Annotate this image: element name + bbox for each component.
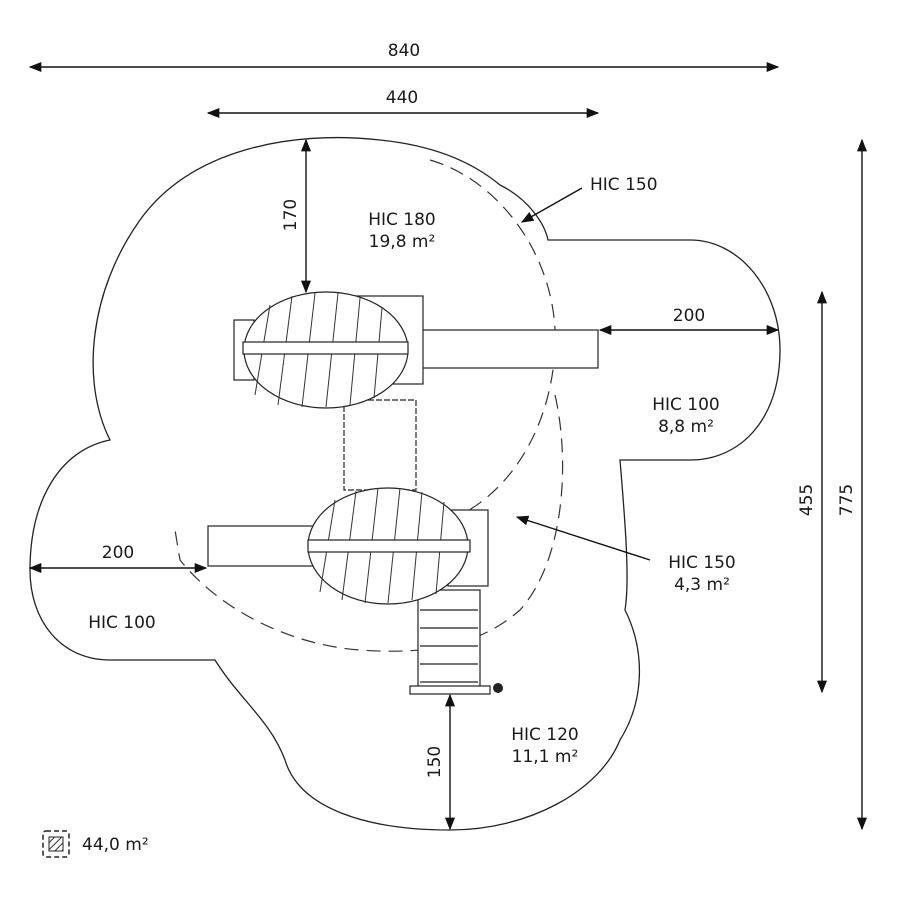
callout-arrow-mid [515,515,651,561]
safety-zone-outline [29,136,781,831]
hatched-area-icon [42,830,70,858]
dim-200-right: 200 [673,306,705,326]
zone-left-label: HIC 100 [88,613,156,633]
left-slide [207,525,324,567]
ladder [409,589,503,695]
zone-mid-label: HIC 150 [668,553,736,573]
dim-840: 840 [388,41,420,61]
zone-bottom-label: HIC 120 [511,725,579,745]
dim-150: 150 [425,746,445,778]
zone-top-callout-label: HIC 150 [590,175,658,195]
zone-bottom-area: 11,1 m² [512,747,579,767]
dim-440: 440 [386,88,418,108]
zone-top-area: 19,8 m² [369,232,436,252]
legend-total-area: 44,0 m² [82,835,149,855]
dim-170: 170 [281,199,301,231]
right-slide [409,329,599,369]
lower-roof [307,487,471,605]
upper-roof [242,291,409,409]
dim-455: 455 [797,484,817,516]
callout-arrow-top [520,187,583,223]
hic150-dashed-zone [174,394,564,652]
zone-right-label: HIC 100 [652,395,720,415]
dim-200-left: 200 [102,543,134,563]
zone-right-area: 8,8 m² [658,417,714,437]
dim-775: 775 [837,484,857,516]
zone-mid-area: 4,3 m² [674,575,730,595]
zone-top-label: HIC 180 [368,210,436,230]
bridge [343,399,417,491]
